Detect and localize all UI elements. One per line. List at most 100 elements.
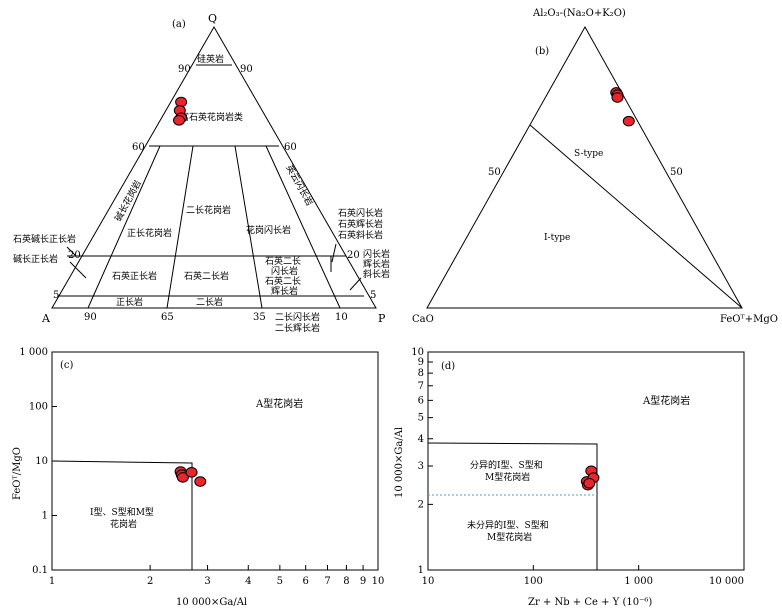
panel-d-data-points bbox=[580, 465, 600, 491]
field-quartz-monzogabbro-line1: 石英二长 bbox=[265, 275, 301, 287]
tick-a-60-right: 60 bbox=[284, 142, 297, 153]
y-tick-label-d: 5 bbox=[418, 413, 424, 424]
apex-a-label: A bbox=[41, 312, 51, 325]
y-tick-label-d: 1 bbox=[418, 565, 424, 576]
panel-d-frame bbox=[427, 351, 745, 571]
leader-quartz-alkali-syenite bbox=[66, 246, 77, 257]
field-ism-line2: 花岗岩 bbox=[110, 518, 137, 530]
label-gabbro: 辉长岩 bbox=[363, 258, 390, 270]
y-tick-label-c: 10 bbox=[35, 456, 48, 467]
zr-nb-ce-y-sample-point-5 bbox=[583, 477, 596, 489]
label-anorthosite: 斜长岩 bbox=[363, 268, 390, 280]
y-tick-label-c: 1 bbox=[42, 511, 48, 522]
label-quartz-anorthosite: 石英斜长岩 bbox=[338, 229, 383, 241]
x-axis-label-c: 10 000×Ga/Al bbox=[176, 597, 247, 608]
field-a-type-d: A型花岗岩 bbox=[642, 394, 690, 407]
panel-b-data-points bbox=[610, 87, 635, 127]
tick-a-90-right: 90 bbox=[240, 64, 253, 75]
y-tick-label-d: 9 bbox=[418, 357, 424, 368]
x-tick-label-c: 7 bbox=[324, 576, 330, 587]
x-tick-label-c: 6 bbox=[302, 576, 308, 587]
x-tick-label-c: 5 bbox=[277, 576, 283, 587]
field-alkali-feldspar-granite: 碱长花岗岩 bbox=[112, 178, 144, 223]
label-quartz-diorite: 石英闪长岩 bbox=[338, 207, 383, 219]
ga-al-sample-point-3 bbox=[176, 472, 189, 483]
y-tick-label-c: 0.1 bbox=[32, 565, 48, 576]
boundary-p90 bbox=[265, 145, 341, 309]
panel-a: (a) Q A P 90 90 60 60 20 20 5 5 90 65 35… bbox=[13, 12, 390, 334]
field-fractionated-line1: 分异的I型、S型和 bbox=[470, 459, 543, 471]
tick-b-50-left: 50 bbox=[488, 167, 501, 178]
field-s-type: S-type bbox=[574, 149, 603, 159]
boundary-p10 bbox=[87, 145, 161, 309]
y-tick-label-d: 4 bbox=[418, 434, 424, 445]
x-axis-label-d: Zr + Nb + Ce + Y (10⁻⁶) bbox=[528, 597, 652, 608]
panel-d-label: (d) bbox=[441, 361, 455, 372]
y-tick-label-c: 1 000 bbox=[19, 347, 48, 358]
x-tick-label-c: 1 bbox=[49, 576, 55, 587]
leader-quartz-diorite bbox=[331, 243, 337, 263]
a-type-boundary-d bbox=[427, 442, 598, 570]
field-monzogranite: 二长花岗岩 bbox=[186, 204, 231, 216]
label-quartz-gabbro: 石英辉长岩 bbox=[338, 218, 383, 230]
panel-b-label: (b) bbox=[535, 46, 549, 57]
x-tick-label-c: 10 bbox=[372, 576, 385, 587]
tick-a-60-left: 60 bbox=[132, 142, 145, 153]
tick-a-base-65: 65 bbox=[161, 312, 174, 323]
field-i-type: I-type bbox=[544, 233, 570, 243]
s-i-boundary bbox=[529, 124, 743, 309]
acf-triangle-outline bbox=[426, 25, 743, 309]
field-quartz-monzodiorite-line2: 闪长岩 bbox=[271, 265, 298, 277]
field-unfractionated-line2: M型花岗岩 bbox=[487, 531, 532, 543]
field-ism-line1: I型、S型和M型 bbox=[90, 507, 154, 518]
field-monzodiorite: 二长闪长岩 bbox=[275, 311, 320, 323]
label-alkali-syenite: 碱长正长岩 bbox=[13, 253, 58, 265]
acf-sample-point-3 bbox=[611, 92, 624, 103]
panel-d: (d) A型花岗岩 分异的I型、S型和 M型花岗岩 未分异的I型、S型和 M型花… bbox=[394, 347, 745, 608]
panel-a-label: (a) bbox=[172, 19, 186, 30]
tick-b-50-right: 50 bbox=[670, 167, 683, 178]
a-type-boundary-c bbox=[51, 460, 193, 570]
tick-a-base-10: 10 bbox=[335, 312, 348, 323]
leader-diorite bbox=[349, 277, 362, 291]
apex-cao-label: CaO bbox=[412, 314, 434, 325]
y-axis-label-c: FeOᵀ/MgO bbox=[12, 447, 23, 500]
y-tick-label-d: 10 bbox=[411, 347, 424, 358]
panel-c: (c) A型花岗岩 I型、S型和M型 花岗岩 FeOᵀ/MgO 10 000×G… bbox=[12, 347, 384, 608]
apex-alumina-label: Al₂O₃-(Na₂O+K₂O) bbox=[532, 8, 626, 19]
acf-sample-point-4 bbox=[622, 115, 635, 127]
x-tick-label-c: 3 bbox=[204, 576, 210, 587]
y-tick-label-d: 3 bbox=[418, 461, 424, 472]
y-tick-label-d: 8 bbox=[418, 368, 424, 379]
leader-alkali-syenite bbox=[69, 261, 87, 279]
apex-feot-mgo-label: FeOᵀ+MgO bbox=[720, 314, 778, 325]
label-quartz-alkali-syenite: 石英碱长正长岩 bbox=[13, 233, 76, 245]
field-quartz-rich-granitoid: 富石英花岗岩类 bbox=[180, 111, 243, 123]
panel-a-data-points bbox=[173, 96, 188, 126]
x-tick-label-c: 9 bbox=[360, 576, 366, 587]
boundary-p35 bbox=[166, 145, 194, 309]
tick-a-5-left: 5 bbox=[53, 290, 59, 301]
field-quartz-monzogabbro-line2: 辉长岩 bbox=[271, 285, 298, 297]
y-tick-label-d: 6 bbox=[418, 395, 424, 406]
field-fractionated-line2: M型花岗岩 bbox=[485, 471, 530, 483]
x-tick-label-c: 8 bbox=[343, 576, 349, 587]
field-unfractionated-line1: 未分异的I型、S型和 bbox=[467, 519, 549, 531]
y-tick-label-c: 100 bbox=[29, 402, 48, 413]
field-syenite: 正长岩 bbox=[116, 296, 143, 308]
field-quartz-monzonite: 石英二长岩 bbox=[184, 270, 229, 282]
field-tonalite: 英云闪长岩 bbox=[283, 163, 315, 208]
ga-al-sample-point-5 bbox=[194, 476, 207, 487]
x-tick-label-d: 10 bbox=[422, 576, 435, 587]
y-axis-label-d: 10 000×Ga/Al bbox=[394, 427, 405, 498]
qap-triangle-outline bbox=[51, 25, 377, 309]
x-tick-label-d: 1 000 bbox=[624, 576, 653, 587]
boundary-p65 bbox=[234, 145, 263, 309]
field-a-type-c: A型花岗岩 bbox=[255, 397, 303, 410]
panel-c-frame bbox=[51, 351, 379, 571]
tick-a-20-left: 20 bbox=[68, 250, 81, 261]
field-syenogranite: 正长花岗岩 bbox=[127, 227, 172, 239]
